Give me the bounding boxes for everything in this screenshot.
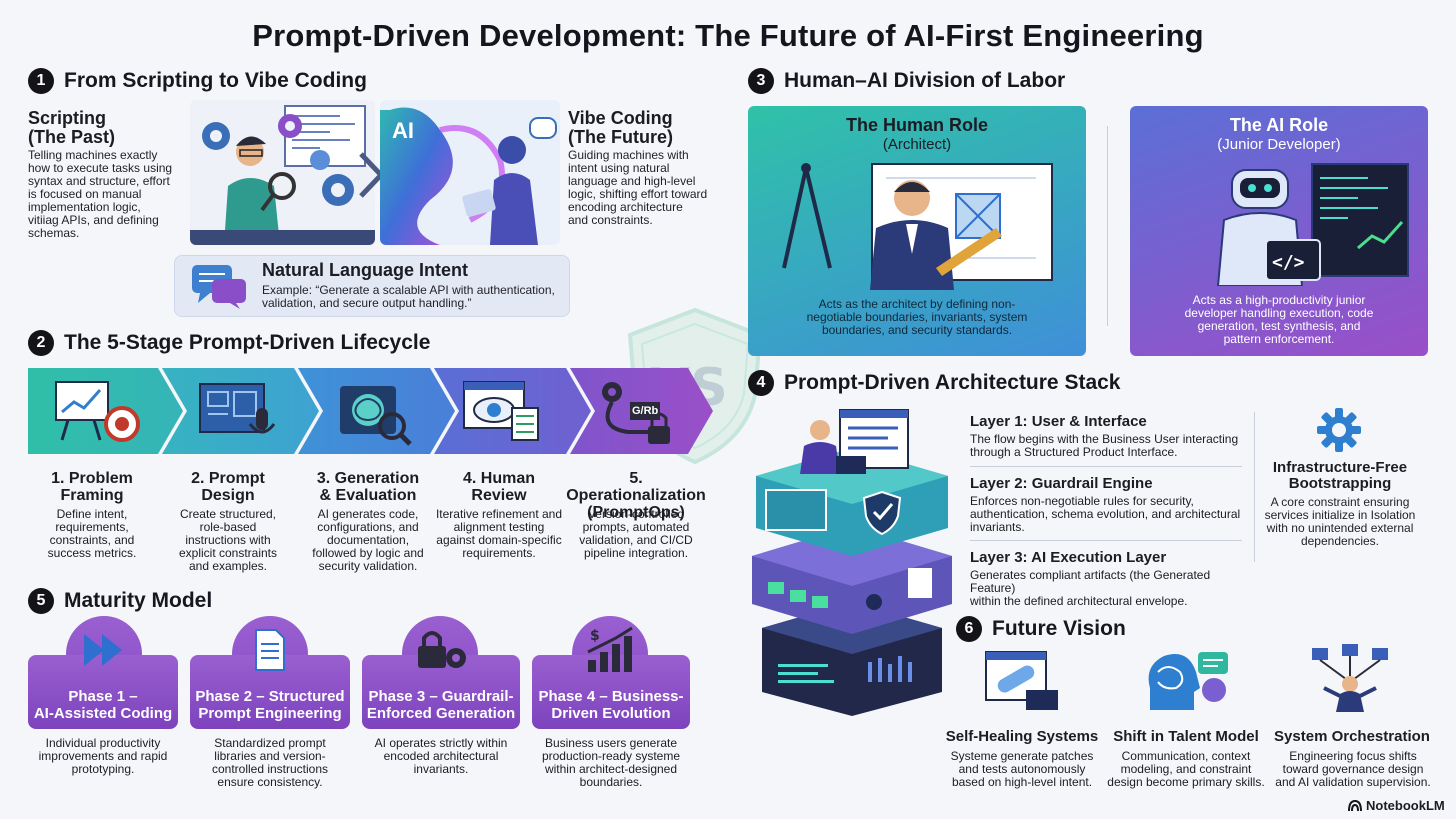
vibe-coding-ai-illustration (380, 100, 560, 245)
growth-chart-icon: $ (587, 626, 633, 672)
layer-divider-1 (970, 466, 1242, 467)
scripting-developer-illustration (190, 100, 375, 245)
talent-model-title: Shift in Talent Model (1113, 728, 1259, 745)
section1-header: 1 From Scripting to Vibe Coding (28, 68, 367, 94)
orchestration-icon (1312, 644, 1388, 712)
page-title: Prompt-Driven Development: The Future of… (252, 18, 1204, 53)
section3-header: 3 Human–AI Division of Labor (748, 68, 1065, 94)
stage5-title: 5. Operationalization(PromptOps) (566, 470, 706, 521)
eye-checklist-icon (463, 381, 539, 441)
fast-forward-icon (84, 634, 122, 666)
layer2-description: Enforces non-negotiable rules for securi… (970, 494, 1241, 534)
infra-divider (1254, 412, 1255, 562)
scripting-subtitle: (The Past) (28, 127, 116, 147)
human-role-description: Acts as the architect by defining non-ne… (806, 297, 1028, 337)
intent-title: Natural Language Intent (262, 260, 469, 280)
scripting-title: Scripting (28, 108, 107, 128)
pipeline-lock-icon (602, 382, 670, 444)
architecture-stack-illustration (752, 409, 952, 716)
section3-title: Human–AI Division of Labor (784, 69, 1066, 92)
section5-header: 5 Maturity Model (28, 588, 212, 614)
section5-number: 5 (28, 588, 54, 614)
section1-number: 1 (28, 68, 54, 94)
natural-language-intent-box (174, 255, 570, 317)
scripting-block: Scripting (The Past) Telling machines ex… (28, 109, 188, 240)
section2-title: The 5-Stage Prompt-Driven Lifecycle (64, 331, 431, 354)
promptops-badge: G/Rb (632, 405, 659, 417)
section6-title: Future Vision (992, 617, 1126, 640)
phase3-title: Phase 3 – Guardrail-Enforced Generation (366, 688, 516, 722)
lock-gear-icon (418, 631, 466, 668)
lifecycle-chevron-band (28, 368, 713, 454)
vibe-coding-block: Vibe Coding (The Future) Guiding machine… (568, 109, 728, 227)
gear-icon (1317, 408, 1361, 452)
layer1-title: Layer 1: User & Interface (970, 413, 1147, 430)
robot-developer-illustration (1216, 163, 1409, 286)
intent-example: Example: “Generate a scalable API with a… (262, 283, 555, 310)
phase1-card (28, 655, 178, 729)
section6-number: 6 (956, 616, 982, 642)
layer3-description: Generates compliant artifacts (the Gener… (970, 568, 1211, 608)
phase1-title: Phase 1 –AI-Assisted Coding (33, 688, 173, 722)
head-chat-icon (1148, 652, 1228, 710)
layer2-title: Layer 2: Guardrail Engine (970, 475, 1153, 492)
section2-header: 2 The 5-Stage Prompt-Driven Lifecycle (28, 330, 430, 356)
stage1-description: Define intent,requirements,constraints, … (47, 507, 137, 560)
svg-text:$: $ (590, 628, 600, 644)
section5-title: Maturity Model (64, 589, 213, 612)
chat-bubbles-icon (192, 265, 246, 309)
layer3-title: Layer 3: AI Execution Layer (970, 549, 1167, 566)
blueprint-microphone-icon (199, 383, 276, 434)
ai-art-label: AI (392, 118, 414, 143)
architect-illustration (782, 163, 1053, 290)
branding-label: NotebookLM (1366, 798, 1445, 813)
section2-number: 2 (28, 330, 54, 356)
stage3-title: 3. Generation& Evaluation (316, 470, 420, 504)
section3-number: 3 (748, 68, 774, 94)
section4-title: Prompt-Driven Architecture Stack (784, 371, 1121, 394)
notebooklm-logo-icon (1348, 799, 1362, 811)
ai-role-title: The AI Role (Junior Developer) (1217, 115, 1341, 154)
layer-divider-2 (970, 540, 1242, 541)
scripting-description: Telling machines exactly how to execute … (28, 148, 173, 240)
presentation-target-icon (55, 381, 140, 442)
section4-header: 4 Prompt-Driven Architecture Stack (748, 370, 1120, 396)
brain-magnifier-icon (340, 386, 412, 446)
vibe-title: Vibe Coding (568, 108, 673, 128)
section1-title: From Scripting to Vibe Coding (64, 69, 367, 92)
phase4-card (532, 655, 690, 729)
bandage-code-icon (985, 651, 1058, 710)
code-glyph: </> (1272, 252, 1305, 273)
human-role-title: The Human Role (Architect) (845, 115, 988, 154)
document-icon (255, 629, 285, 671)
orchestration-title: System Orchestration (1274, 728, 1430, 745)
vibe-description: Guiding machines with intent using natur… (568, 148, 708, 227)
layer1-description: The flow begins with the Business User i… (970, 432, 1239, 459)
self-healing-title: Self-Healing Systems (945, 728, 1099, 745)
roles-divider (1107, 126, 1108, 326)
phase4-title: Phase 4 – Business-Driven Evolution (538, 688, 684, 722)
section4-number: 4 (748, 370, 774, 396)
section6-header: 6 Future Vision (956, 616, 1126, 642)
vibe-subtitle: (The Future) (568, 127, 673, 147)
branding: NotebookLM (1348, 798, 1445, 813)
